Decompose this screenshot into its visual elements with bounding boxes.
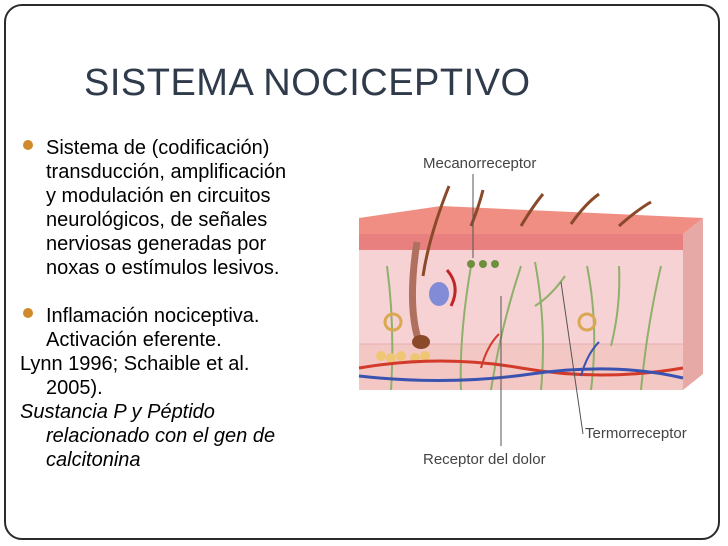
receptor-ending [479,260,487,268]
hair-bulb [412,335,430,349]
epidermis-layer [359,234,683,250]
slide-body: Sistema de (codificación) transducción, … [20,136,350,472]
vessel-loop [445,269,457,307]
bullet-icon [23,140,33,150]
sweat-gland [383,312,403,332]
sweat-gland [577,312,597,332]
pointer-line [560,281,584,435]
bullet-line: noxas o estímulos lesivos. [46,257,280,279]
artery [480,333,500,369]
sebaceous-gland [429,282,449,306]
slide-title: SISTEMA NOCICEPTIVO [84,62,531,104]
dermis-layer [359,250,683,344]
vein [358,367,684,383]
bullet-line: neurológicos, de señales [46,209,268,231]
skin-side-face [683,218,703,390]
hair-icon [469,189,485,227]
artery [358,359,684,377]
note-line: calcitonina [46,449,141,471]
bullet-line: Sistema de (codificación) [46,137,270,159]
citation: Lynn 1996; Schaible et al. 2005). [20,352,350,400]
bullet-line: nerviosas generadas por [46,233,267,255]
bullet-item-inflammation: Inflamación nociceptiva. Activación efer… [20,304,350,352]
hair-icon [421,185,451,277]
hair-icon [519,193,545,227]
note-line: Sustancia P y Péptido [20,401,215,423]
bullet-item-definition: Sistema de (codificación) transducción, … [20,136,350,280]
hair-follicle [408,241,423,344]
label-pain-receptor: Receptor del dolor [423,451,546,468]
skin-receptor-diagram: Mecanorreceptor Termorreceptor Receptor … [358,155,703,468]
label-mechanoreceptor: Mecanorreceptor [423,155,536,172]
vein [580,341,600,377]
slide: SISTEMA NOCICEPTIVO Sistema de (codifica… [4,4,720,540]
receptor-ending [467,260,475,268]
label-thermoreceptor: Termorreceptor [585,425,687,442]
bullet-line: Inflamación nociceptiva. [46,305,260,327]
bullet-line: Activación eferente. [46,329,222,351]
bullet-line: transducción, amplificación [46,161,287,183]
citation-line: Lynn 1996; Schaible et al. [20,353,250,375]
citation-line: 2005). [46,377,103,399]
skin-surface [359,206,703,234]
italic-note: Sustancia P y Péptido relacionado con el… [20,400,350,472]
receptor-ending [491,260,499,268]
note-line: relacionado con el gen de [46,425,276,447]
bullet-line: y modulación en circuitos [46,185,271,207]
hair-icon [569,192,600,225]
bullet-icon [23,308,33,318]
hair-icon [618,200,652,228]
